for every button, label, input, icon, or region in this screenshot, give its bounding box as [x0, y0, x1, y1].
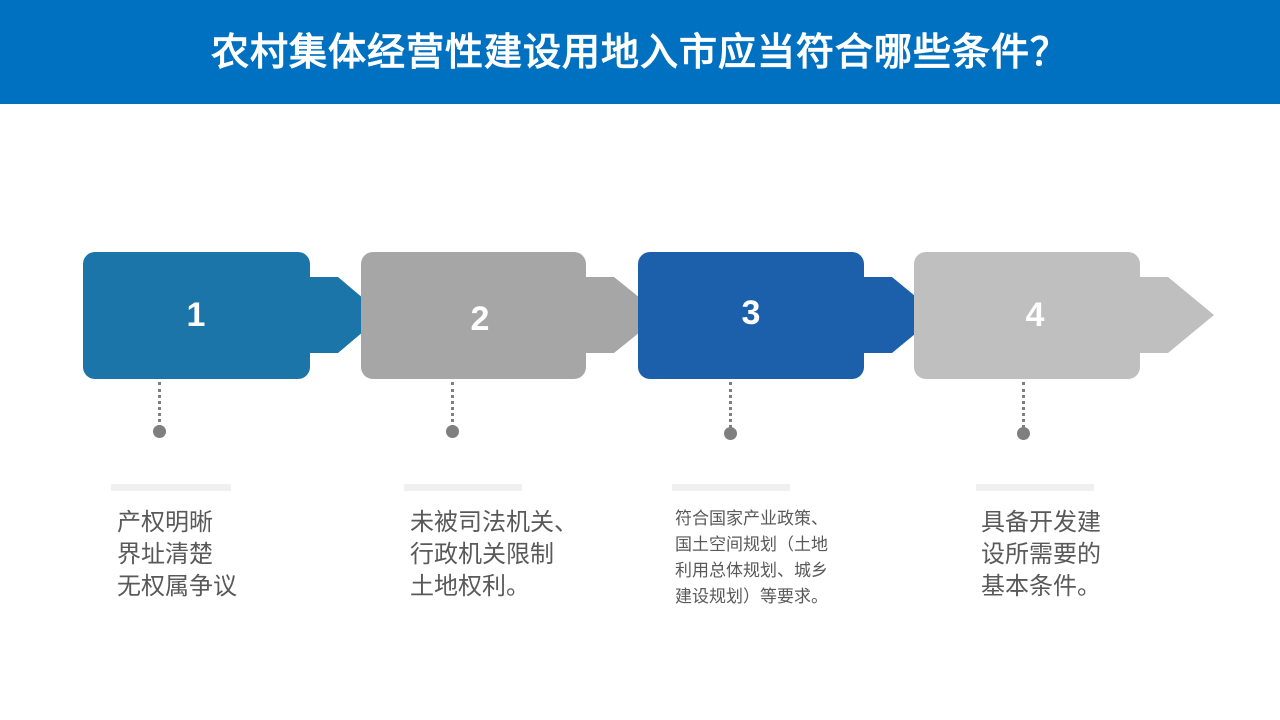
step-2-number: 2: [470, 300, 490, 338]
title-bar: 农村集体经营性建设用地入市应当符合哪些条件？: [0, 0, 1280, 104]
step-3-text: 符合国家产业政策、 国土空间规划（土地 利用总体规划、城乡 建设规划）等要求。: [675, 509, 828, 607]
step-2-shape: [361, 252, 661, 379]
step-1-connector: [158, 382, 161, 428]
step-1-underline: [111, 484, 231, 491]
step-4-text: 具备开发建 设所需要的 基本条件。: [981, 508, 1101, 600]
step-2-connector: [451, 382, 454, 428]
page-title: 农村集体经营性建设用地入市应当符合哪些条件？: [210, 30, 1069, 74]
step-3-number: 3: [741, 294, 761, 332]
step-4-underline: [976, 484, 1094, 491]
step-4-number: 4: [1025, 296, 1045, 334]
step-2: 2: [361, 252, 676, 379]
step-3-underline: [672, 484, 790, 491]
step-3: 3: [638, 252, 953, 379]
step-3-connector: [729, 382, 732, 428]
step-1-dot: [153, 425, 166, 438]
step-4-shape: [914, 252, 1214, 379]
step-1-shape: [83, 252, 383, 379]
step-1-number: 1: [186, 296, 206, 334]
step-4-dot: [1017, 427, 1030, 440]
step-2-underline: [404, 484, 522, 491]
step-4-connector: [1022, 382, 1025, 428]
step-3-shape: [638, 252, 938, 379]
step-2-dot: [446, 425, 459, 438]
step-1: 1: [83, 252, 398, 379]
step-4: 4: [914, 252, 1229, 379]
step-3-dot: [724, 427, 737, 440]
step-1-text: 产权明晰 界址清楚 无权属争议: [117, 508, 237, 600]
step-2-text: 未被司法机关、 行政机关限制 土地权利。: [410, 508, 578, 600]
